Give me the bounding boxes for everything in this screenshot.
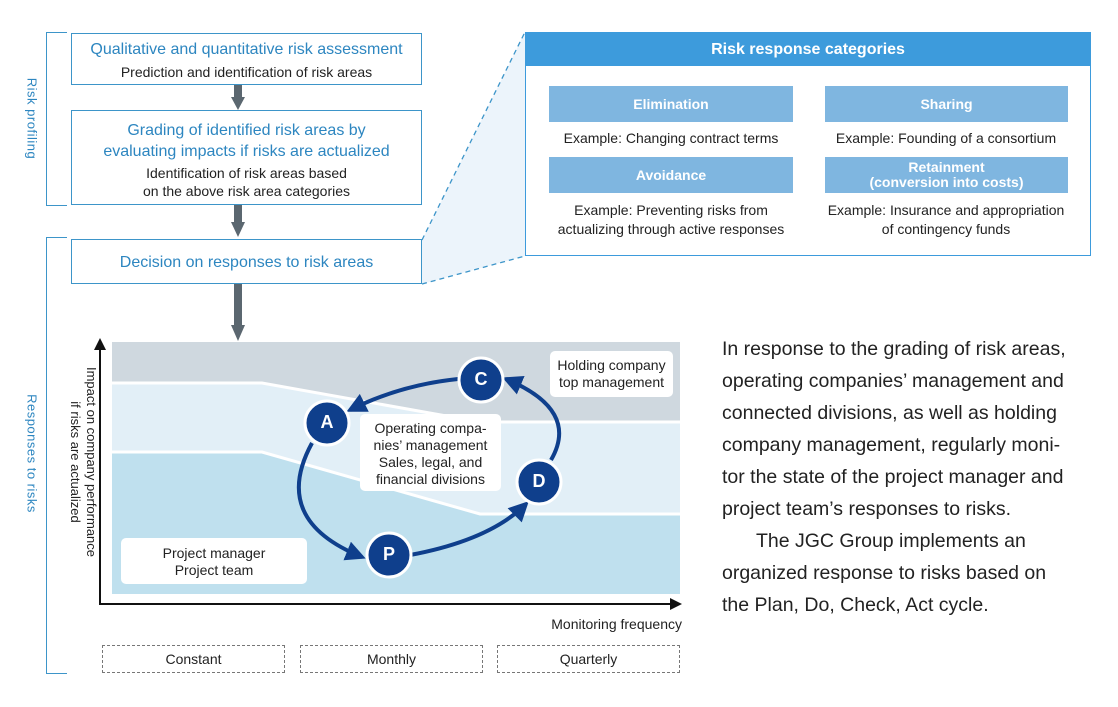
decision-title: Decision on responses to risk areas bbox=[119, 254, 374, 271]
frequency-quarterly: Quarterly bbox=[497, 645, 680, 673]
frequency-constant: Constant bbox=[102, 645, 285, 673]
categories-panel: Risk response categories bbox=[525, 32, 1091, 256]
cycle-arc-c-a bbox=[346, 377, 459, 412]
frequency-monthly: Monthly bbox=[300, 645, 483, 673]
grading-title-2: evaluating impacts if risks are actualiz… bbox=[103, 143, 390, 160]
categories-header: Risk response categories bbox=[526, 33, 1090, 66]
cycle-arc-p-d bbox=[409, 501, 529, 557]
y-axis-arrowhead bbox=[94, 338, 106, 350]
operating-line-2: nies’ management bbox=[373, 437, 488, 453]
category-sharing-example: Example: Founding of a consortium bbox=[835, 130, 1057, 146]
cycle-letter-a: A bbox=[320, 412, 334, 432]
operating-line-3: Sales, legal, and bbox=[378, 454, 483, 470]
y-axis-label: Impact on company performance if risks a… bbox=[63, 356, 99, 568]
zoom-callout bbox=[422, 32, 525, 284]
flow-arrow-3-shaft bbox=[234, 284, 242, 327]
decision-box: Decision on responses to risk areas bbox=[71, 239, 422, 284]
cycle-node-d bbox=[515, 458, 563, 506]
cycle-node-c bbox=[457, 356, 505, 404]
grading-subtitle-1: Identification of risk areas based bbox=[146, 165, 347, 181]
category-retainment-example-1: Example: Insurance and appropriation bbox=[827, 202, 1065, 218]
flow-arrow-3-head bbox=[231, 325, 245, 341]
category-avoidance-example-2: actualizing through active responses bbox=[557, 221, 785, 237]
category-avoidance-example: Example: Preventing risks from actualizi… bbox=[530, 201, 812, 239]
assessment-box: Qualitative and quantitative risk assess… bbox=[71, 33, 422, 85]
responses-bracket bbox=[46, 237, 67, 674]
category-retainment: Retainment (conversion into costs) bbox=[825, 157, 1068, 193]
cycle-node-p bbox=[365, 531, 413, 579]
category-avoidance-example-1: Example: Preventing risks from bbox=[574, 202, 768, 218]
assessment-subtitle: Prediction and identification of risk ar… bbox=[120, 64, 373, 80]
grading-subtitle-2: on the above risk area categories bbox=[142, 183, 350, 199]
flow-arrow-2-shaft bbox=[234, 205, 242, 224]
y-axis-label-2: if risks are actualized bbox=[68, 401, 83, 523]
project-line-2: Project team bbox=[174, 562, 254, 578]
operating-line-4: financial divisions bbox=[376, 471, 485, 487]
flow-arrow-1-head bbox=[231, 97, 245, 110]
assessment-title: Qualitative and quantitative risk assess… bbox=[90, 41, 403, 58]
x-axis-arrowhead bbox=[670, 598, 682, 610]
paragraph-line-7: The JGC Group implements an bbox=[756, 530, 1026, 552]
holding-line-2: top management bbox=[558, 374, 665, 390]
category-retainment-note: (conversion into costs) bbox=[869, 174, 1024, 190]
paragraph-line-5: tor the state of the project manager and bbox=[722, 466, 1064, 488]
cycle-arc-a-p bbox=[296, 442, 366, 561]
category-retainment-name: Retainment bbox=[908, 159, 985, 175]
paragraph-line-6: project team’s responses to risks. bbox=[722, 498, 1012, 520]
grading-title-1: Grading of identified risk areas by bbox=[127, 122, 366, 139]
category-elimination-example: Example: Changing contract terms bbox=[563, 130, 779, 146]
paragraph-line-8: organized response to risks based on bbox=[722, 562, 1047, 584]
project-team-label: Project manager Project team bbox=[121, 538, 307, 584]
holding-line-1: Holding company bbox=[557, 357, 666, 373]
grading-box: Grading of identified risk areas by eval… bbox=[71, 110, 422, 205]
paragraph-line-9: the Plan, Do, Check, Act cycle. bbox=[722, 594, 989, 616]
y-axis-label-1: Impact on company performance bbox=[84, 366, 99, 558]
paragraph-line-1: In response to the grading of risk areas… bbox=[722, 338, 1066, 360]
cycle-node-a bbox=[303, 399, 351, 447]
category-retainment-example: Example: Insurance and appropriation of … bbox=[810, 201, 1082, 239]
paragraph-line-3: connected divisions, as well as holding bbox=[722, 402, 1057, 424]
cycle-arc-d-c bbox=[502, 375, 562, 462]
cycle-letter-c: C bbox=[474, 369, 488, 389]
cycle-letter-d: D bbox=[532, 471, 546, 491]
cycle-letter-p: P bbox=[382, 544, 395, 564]
category-retainment-example-2: of contingency funds bbox=[881, 221, 1011, 237]
description-paragraph: In response to the grading of risk areas… bbox=[722, 333, 1094, 621]
category-sharing: Sharing bbox=[825, 86, 1068, 122]
operating-line-1: Operating compa- bbox=[374, 420, 487, 436]
flow-arrow-1-shaft bbox=[234, 85, 242, 99]
x-axis-label: Monitoring frequency bbox=[551, 616, 682, 632]
project-line-1: Project manager bbox=[162, 545, 266, 561]
holding-company-label: Holding company top management bbox=[550, 351, 673, 397]
category-avoidance: Avoidance bbox=[549, 157, 793, 193]
paragraph-line-4: company management, regularly moni- bbox=[722, 434, 1061, 456]
paragraph-line-2: operating companies’ management and bbox=[722, 370, 1064, 392]
category-elimination: Elimination bbox=[549, 86, 793, 122]
operating-companies-label: Operating compa- nies’ management Sales,… bbox=[360, 414, 501, 491]
risk-profiling-bracket bbox=[46, 32, 67, 206]
flow-arrow-2-head bbox=[231, 222, 245, 237]
